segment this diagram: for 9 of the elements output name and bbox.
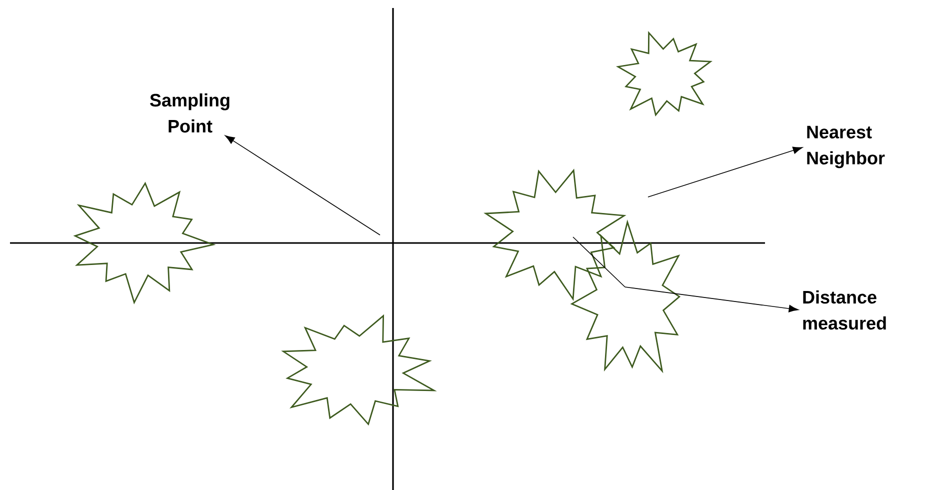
label-text: Distance measured xyxy=(803,290,886,330)
arrow xyxy=(224,135,380,236)
arrow xyxy=(648,146,803,198)
arrow xyxy=(624,286,799,312)
star-shape xyxy=(484,168,626,302)
label-text: Sampling Point xyxy=(150,93,230,133)
star-shape xyxy=(73,182,216,304)
star-shape xyxy=(616,30,712,116)
label-text: Nearest Neighbor xyxy=(807,126,885,168)
